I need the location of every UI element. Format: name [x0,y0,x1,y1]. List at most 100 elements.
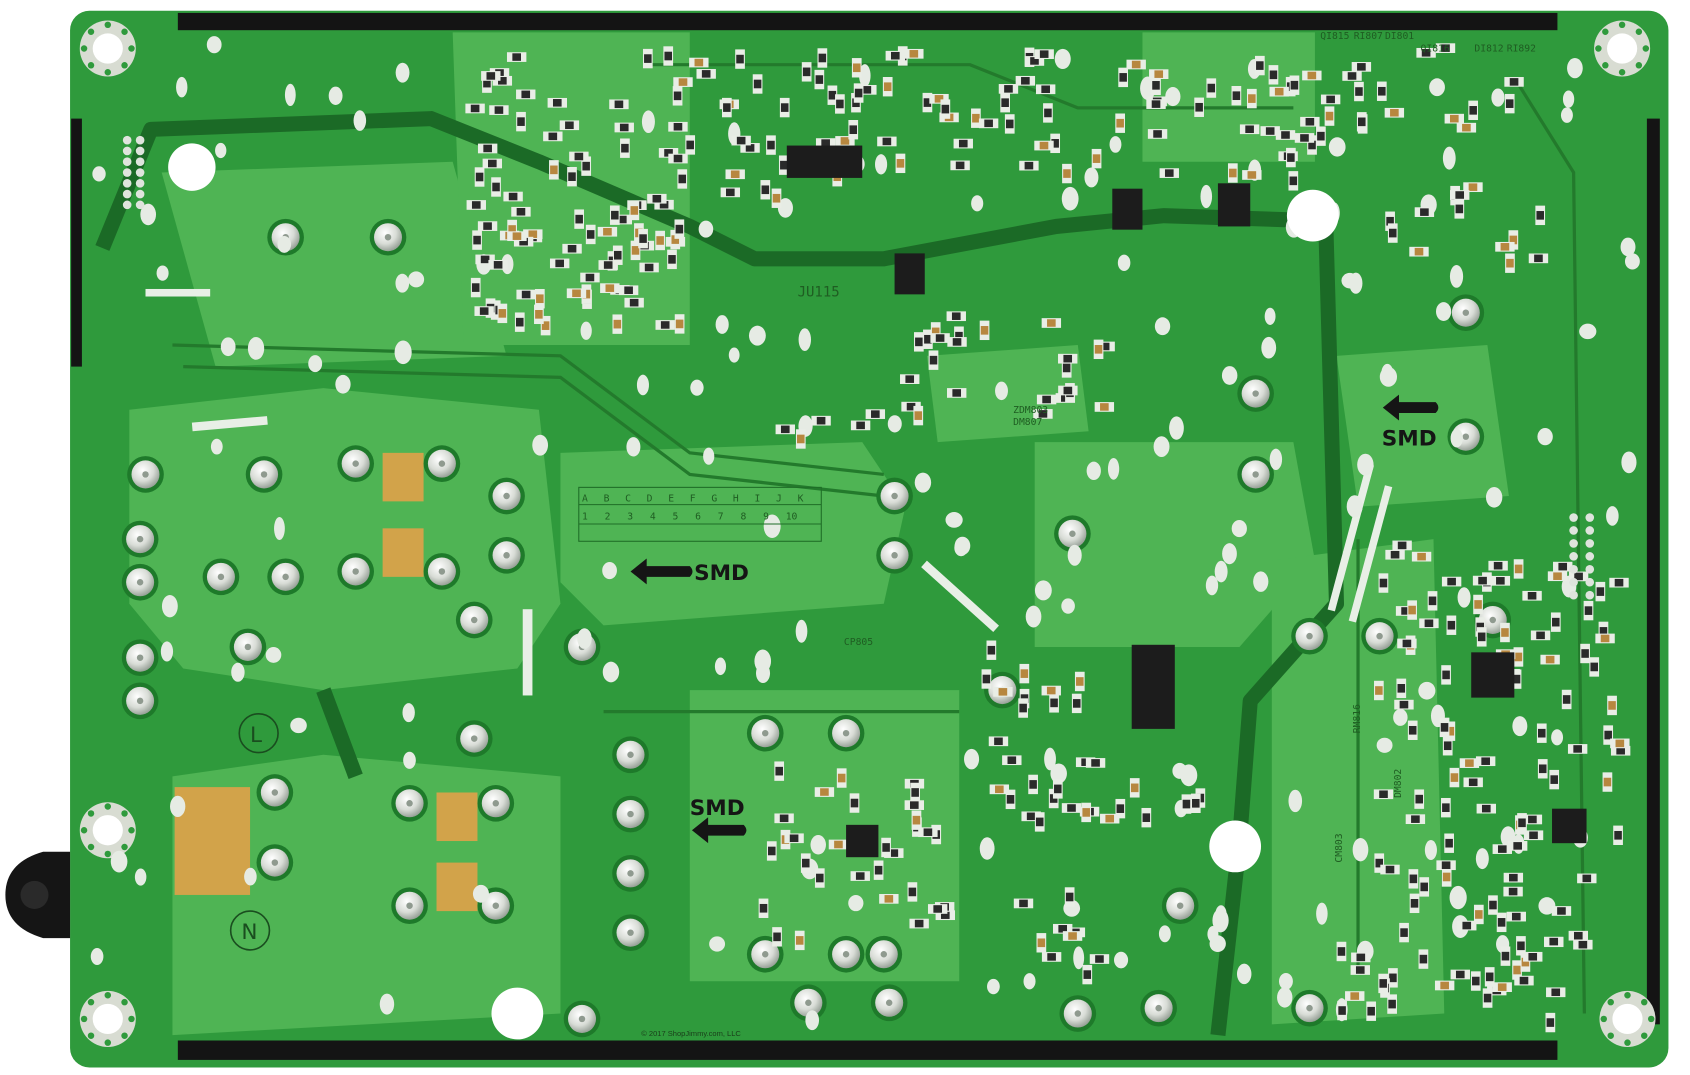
ic-right [1552,808,1587,844]
solder-blob [1261,336,1277,359]
solder-blob [335,374,351,394]
ic-controller-top [786,145,863,178]
grid-number: 9 [763,512,769,523]
live-label: L [250,723,262,748]
solder-blob [1107,457,1120,480]
solder-blob [703,447,715,465]
solder-blob [1620,237,1636,257]
solder-blob [160,641,174,662]
edge-strip-top [177,12,1558,31]
solder-blob [1379,366,1398,387]
grid-number: 4 [650,512,656,523]
connector-pin [122,200,132,210]
solder-blob [1393,708,1408,726]
label-qi815: QI815 [1320,31,1349,42]
solder-blob [754,649,772,673]
solder-blob [176,76,188,98]
grid-number: 7 [718,512,724,523]
ic-optocoupler-3 [894,253,925,295]
grid-letter: H [733,493,739,504]
label-ri892: RI892 [1507,44,1536,55]
label-cm803: CM803 [1334,833,1345,862]
solder-blob [284,83,296,107]
grid-letter: B [604,493,610,504]
solder-blob [1352,837,1369,862]
silk-grid [578,486,822,542]
solder-blob [1117,254,1131,271]
solder-blob [1061,186,1079,211]
smd-label-lower: SMD [690,796,745,821]
solder-blob [1269,448,1283,471]
mounting-holes [79,20,1656,1047]
solder-blob [1034,580,1052,601]
solder-blob [247,336,265,360]
solder-blob [1450,428,1463,448]
label-rm816: RM816 [1352,704,1363,733]
smd-label-center: SMD [694,561,749,586]
grid-letter: C [625,493,631,504]
solder-blob [1231,519,1247,538]
solder-blob [1222,543,1237,565]
grid-letter: D [647,493,653,504]
solder-blob [1538,897,1556,915]
solder-blob [979,837,995,860]
solder-blob [1236,963,1252,985]
neutral-label: N [241,920,257,945]
large-holes [168,143,1339,1040]
solder-blob [402,703,415,723]
solder-blob [1158,925,1171,943]
solder-blob [577,628,592,649]
solder-blob [1449,885,1467,910]
solder-blob [602,661,620,683]
label-ri807: RI807 [1354,31,1383,42]
solder-blob [1061,598,1075,614]
solder-blob [698,220,714,238]
solder-blob [156,265,169,281]
grid-number: 10 [786,512,798,523]
solder-blob [532,434,549,456]
solder-blob [859,64,871,88]
copyright-text: © 2017 ShopJimmy.com, LLC [641,1029,741,1038]
solder-blob [1341,272,1359,289]
solder-blob [1562,90,1575,108]
label-di812: DI812 [1474,44,1503,55]
solder-blob [1376,737,1393,753]
solder-blob [1172,762,1188,779]
solder-blob [1424,840,1437,860]
label-dm802: DM802 [1393,769,1404,798]
grid-letter: F [690,493,696,504]
label-di801: DI801 [1385,31,1414,42]
ic-optocoupler-1 [1112,188,1143,230]
solder-blob [353,110,367,131]
solder-blob [914,472,932,493]
jumper-label: JU115 [798,285,840,301]
edge-strip-right [1646,118,1660,1025]
grid-number: 5 [673,512,679,523]
solder-blob [1277,987,1293,1008]
solder-blob [1579,323,1597,340]
solder-blob [215,142,227,159]
solder-blob [709,936,726,952]
connector-pin [1569,590,1578,600]
connector-pin [122,168,132,177]
solder-blob [1084,167,1099,188]
connector-pin [1569,513,1578,522]
solder-blob [1214,560,1228,583]
solder-blob [1357,453,1374,476]
solder-blob [290,717,307,734]
solder-blob [1429,78,1445,97]
trace-channels [95,111,1345,1036]
grid-number: 8 [740,512,746,523]
solder-blob [1109,136,1122,153]
solder-blob [1491,88,1505,107]
solder-blob [265,647,282,663]
solder-blob [1621,451,1637,474]
solder-blob [244,867,257,886]
connector-pin [1569,539,1578,548]
solder-blob [641,110,655,134]
connector-pin [1569,526,1578,535]
solder-blob [728,347,740,363]
solder-blob [626,437,641,457]
solder-blob [394,340,412,365]
